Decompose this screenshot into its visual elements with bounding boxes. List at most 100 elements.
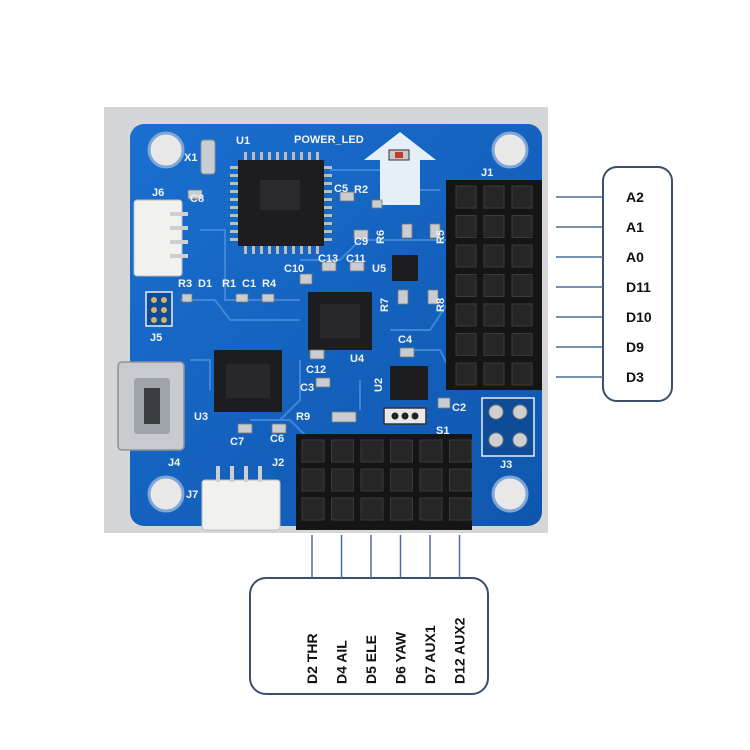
right-pin-label: A0 <box>626 249 644 265</box>
connector-j7 <box>201 466 281 531</box>
j1-pin <box>455 362 477 386</box>
right-pin-label: D3 <box>626 369 644 385</box>
chip-u3 <box>214 350 282 412</box>
j1-pin <box>483 362 505 386</box>
j1-pin <box>483 333 505 356</box>
j1-pin <box>511 333 533 356</box>
j1-pin <box>483 274 505 297</box>
usb-j4 <box>117 361 185 451</box>
j2-pin <box>331 439 354 463</box>
j1-pin <box>483 215 505 238</box>
chip-u5 <box>392 255 418 281</box>
silk-power-led: POWER_LED <box>294 134 364 146</box>
silk-r1: R1 <box>222 278 236 290</box>
silk-c7: C7 <box>230 436 244 448</box>
silkscreen-labels: POWER_LED U1 X1 C8 C5 R2 C9 R6 R5 J1 J6 … <box>150 134 512 501</box>
j1-pin <box>455 215 477 238</box>
j1-pin <box>455 333 477 356</box>
j1-pin <box>511 303 533 327</box>
j2-pin <box>390 497 413 521</box>
silk-c3: C3 <box>300 382 314 394</box>
silk-j7: J7 <box>186 489 198 501</box>
bottom-pin-label: D7 AUX1 <box>422 625 438 684</box>
right-pin-label: D10 <box>626 309 652 325</box>
silk-j5: J5 <box>150 332 162 344</box>
right-pin-label: D9 <box>626 339 644 355</box>
silk-r2: R2 <box>354 184 368 196</box>
silk-r9: R9 <box>296 411 310 423</box>
j2-pin <box>449 468 472 492</box>
silk-c2: C2 <box>452 402 466 414</box>
j1-pin <box>455 244 477 268</box>
j1-pin <box>511 244 533 268</box>
silk-u4: U4 <box>350 353 365 365</box>
j2-pin <box>449 439 472 463</box>
bottom-pin-label: D4 AIL <box>334 640 350 684</box>
silk-r7: R7 <box>379 298 391 312</box>
silk-j3: J3 <box>500 459 512 471</box>
j1-pin <box>511 215 533 238</box>
j1-pin <box>483 303 505 327</box>
silk-u5: U5 <box>372 263 386 275</box>
bottom-pin-label: D12 AUX2 <box>452 617 468 684</box>
j2-housing <box>296 434 472 530</box>
silk-c10: C10 <box>284 263 304 275</box>
j2-pin <box>301 468 325 492</box>
j2-pin <box>449 497 472 521</box>
right-pin-label: D11 <box>626 279 651 295</box>
header-j2 <box>296 434 472 530</box>
bottom-pin-label: D2 THR <box>304 633 320 684</box>
bottom-pin-label: D6 YAW <box>393 631 409 684</box>
silk-c8: C8 <box>190 193 204 205</box>
j1-pin <box>455 274 477 297</box>
silk-r8: R8 <box>435 298 447 312</box>
silk-u1: U1 <box>236 135 250 147</box>
j2-pin <box>331 497 354 521</box>
crystal-x1 <box>200 139 216 175</box>
silk-c9: C9 <box>354 236 368 248</box>
header-j5 <box>145 291 173 327</box>
silk-c13: C13 <box>318 253 338 265</box>
silk-c12: C12 <box>306 364 326 376</box>
right-pin-label: A2 <box>626 189 644 205</box>
j2-pin <box>360 439 384 463</box>
right-callout-box <box>602 166 673 402</box>
j2-pin <box>419 497 443 521</box>
bottom-callout-box <box>249 577 489 695</box>
silk-d1: D1 <box>198 278 212 290</box>
mounting-holes <box>147 131 529 513</box>
right-pin-label: A1 <box>626 219 644 235</box>
chip-u2 <box>390 366 428 400</box>
silk-j4: J4 <box>168 457 181 469</box>
chip-u4 <box>308 292 372 350</box>
j2-pin <box>360 497 384 521</box>
silk-j2: J2 <box>272 457 284 469</box>
silk-u3: U3 <box>194 411 208 423</box>
header-j1 <box>446 180 542 390</box>
switch-s1 <box>383 407 427 425</box>
pads-j3 <box>481 397 535 457</box>
silk-c11: C11 <box>346 253 366 265</box>
silk-j6: J6 <box>152 187 164 199</box>
bottom-pin-label: D5 ELE <box>363 635 379 684</box>
silk-u2: U2 <box>373 378 385 392</box>
j2-pin <box>301 439 325 463</box>
j1-pin <box>483 244 505 268</box>
silk-r5: R5 <box>435 230 447 244</box>
passives <box>181 189 451 434</box>
j2-pin <box>360 468 384 492</box>
j2-pin <box>419 468 443 492</box>
silk-x1: X1 <box>184 152 197 164</box>
bottom-pin-callout: D2 THR D4 AIL D5 ELE D6 YAW D7 AUX1 D12 AUX2 <box>249 535 489 695</box>
silk-c4: C4 <box>398 334 413 346</box>
j2-pin <box>390 468 413 492</box>
chip-u1 <box>230 152 332 254</box>
silk-r3: R3 <box>178 278 192 290</box>
silk-s1: S1 <box>436 425 449 437</box>
j1-pin <box>483 185 505 209</box>
j1-pin <box>455 303 477 327</box>
silk-j1: J1 <box>481 167 493 179</box>
silk-r6: R6 <box>375 230 387 244</box>
